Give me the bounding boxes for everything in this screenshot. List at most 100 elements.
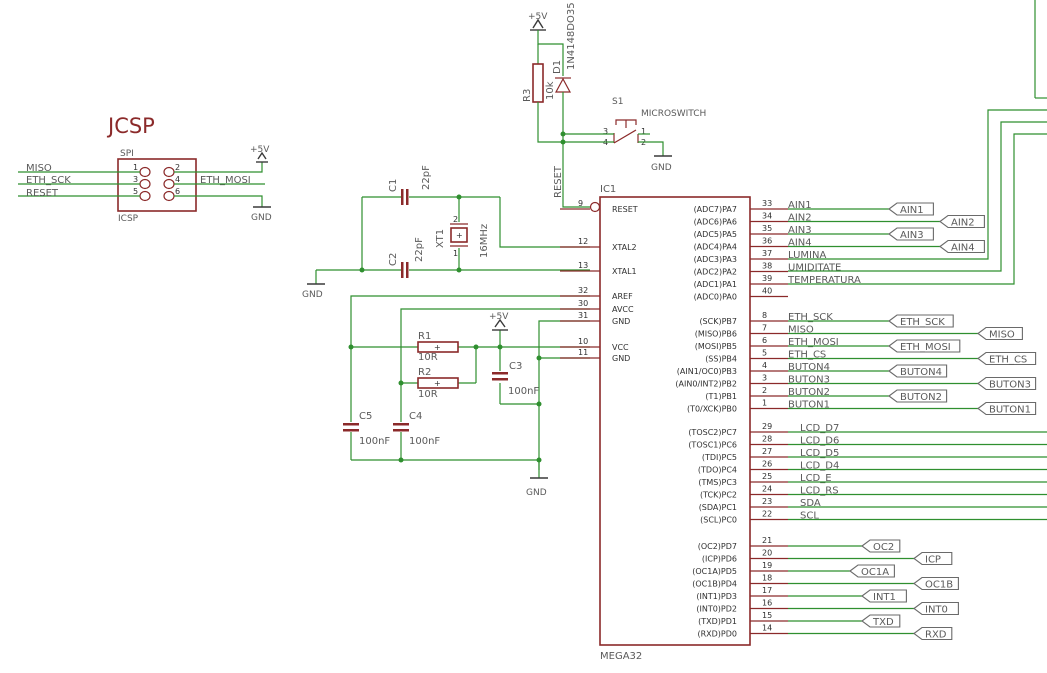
icsp-net-miso: MISO xyxy=(26,163,52,174)
mcu-pin-name-38: (ADC2)PA2 xyxy=(694,268,737,277)
net-label-lcd_d7: LCD_D7 xyxy=(800,423,839,434)
mcu-pin-name-36: (ADC4)PA4 xyxy=(694,243,737,252)
mcu-pin-num-26: 26 xyxy=(762,460,772,469)
net-label-lcd_d5: LCD_D5 xyxy=(800,448,839,459)
icsp-net-reset: RESET xyxy=(26,188,59,199)
svg-text:+: + xyxy=(434,379,441,388)
flag-miso xyxy=(977,326,1023,341)
flag-label-oc2: OC2 xyxy=(873,542,894,553)
flag-oc1b xyxy=(913,576,959,591)
mcu-pin-name-17: (INT1)PD3 xyxy=(696,592,737,601)
net-label-buton4: BUTON4 xyxy=(788,362,830,373)
analog-bus-lines xyxy=(788,0,1047,285)
resistor-r2 xyxy=(417,377,459,389)
mcu-pin-name-37: (ADC3)PA3 xyxy=(694,255,737,264)
net-flags: AIN1AIN2AIN3AIN4ETH_SCKMISOETH_MOSIETH_C… xyxy=(849,202,1037,641)
mcu-pin-name-5: (SS)PB4 xyxy=(705,355,737,364)
icsp-pin-3: 3 xyxy=(133,175,138,184)
mcu-pin-num-9: 9 xyxy=(578,199,583,208)
mcu-pin-num-32: 32 xyxy=(578,286,588,295)
s1-value: MICROSWITCH xyxy=(641,109,706,119)
icsp-net-sck: ETH_SCK xyxy=(26,175,71,186)
flag-label-icp: ICP xyxy=(925,555,941,566)
c1-value: 22pF xyxy=(421,165,432,190)
mcu-pin-name-33: (ADC7)PA7 xyxy=(694,205,737,214)
mcu-pin-num-34: 34 xyxy=(762,212,772,221)
flag-ain2 xyxy=(939,214,985,229)
mcu-pin-name-xtal2: XTAL2 xyxy=(612,243,637,252)
flag-label-eth_mosi: ETH_MOSI xyxy=(900,342,951,353)
capacitor-c5 xyxy=(343,423,359,432)
mcu-pin-num-1: 1 xyxy=(762,399,767,408)
mcu-pin-name-40: (ADC0)PA0 xyxy=(694,293,737,302)
mcu-pin-num-10: 10 xyxy=(578,337,588,346)
net-label-ain2: AIN2 xyxy=(788,213,812,224)
flag-label-miso: MISO xyxy=(989,330,1015,341)
flag-label-eth_cs: ETH_CS xyxy=(989,355,1027,366)
mcu-pin-name-3: (AIN0/INT2)PB2 xyxy=(675,380,737,389)
r2-ref: R2 xyxy=(418,367,431,378)
mcu-pin-num-33: 33 xyxy=(762,199,772,208)
net-label-temperatura: TEMPERATURA xyxy=(787,275,861,286)
flag-ain3 xyxy=(888,227,934,241)
mcu-pin-num-20: 20 xyxy=(762,549,772,558)
flag-rxd xyxy=(913,626,953,641)
flag-label-buton1: BUTON1 xyxy=(989,405,1031,416)
mcu-pin-num-3: 3 xyxy=(762,374,767,383)
mcu-pin-num-15: 15 xyxy=(762,611,772,620)
analog-supply: +5V + R1 10R + R2 10R C3 100nF C4 100nF … xyxy=(343,295,590,498)
mcu-pin-name-23: (SDA)PC1 xyxy=(699,503,737,512)
net-label-buton1: BUTON1 xyxy=(788,400,830,411)
c4-value: 100nF xyxy=(409,436,440,447)
net-label-ain4: AIN4 xyxy=(788,238,812,249)
net-label-ain1: AIN1 xyxy=(788,200,812,211)
xt1-pin-2: 2 xyxy=(453,215,458,224)
analog-vcc-label: +5V xyxy=(489,312,509,322)
mcu-pin-name-26: (TDO)PC4 xyxy=(698,466,737,475)
net-label-lcd_e: LCD_E xyxy=(800,473,832,484)
icsp-header: JCSP SPI ICSP 1 2 3 4 5 6 MISO ETH_SCK R… xyxy=(18,114,272,224)
mcu-pin-num-5: 5 xyxy=(762,349,767,358)
analog-gnd-label: GND xyxy=(526,488,547,498)
icsp-net-mosi: ETH_MOSI xyxy=(200,175,251,186)
mcu-pin-name-22: (SCL)PC0 xyxy=(700,516,737,525)
d1-ref: D1 xyxy=(552,60,563,74)
mcu-pin-num-11: 11 xyxy=(578,348,588,357)
icsp-pin-holes xyxy=(139,166,175,202)
icsp-spi-label: SPI xyxy=(120,149,134,159)
r1-ref: R1 xyxy=(418,331,431,342)
mcu-pin-name-15: (TXD)PD1 xyxy=(698,617,737,626)
flag-buton2 xyxy=(888,389,948,403)
r1-value: 10R xyxy=(418,352,438,363)
mcu-pin-num-23: 23 xyxy=(762,497,772,506)
mcu-pin-num-2: 2 xyxy=(762,386,767,395)
flag-label-oc1b: OC1B xyxy=(925,580,953,591)
mcu-pin-num-37: 37 xyxy=(762,249,772,258)
mcu-pin-name-gnd: GND xyxy=(612,354,630,363)
net-label-buton3: BUTON3 xyxy=(788,375,830,386)
mcu-pin-name-20: (ICP)PD6 xyxy=(702,555,737,564)
d1-value: 1N4148DO35 xyxy=(566,2,577,70)
flag-label-buton4: BUTON4 xyxy=(900,367,942,378)
flag-label-ain1: AIN1 xyxy=(900,205,924,216)
flag-label-oc1a: OC1A xyxy=(861,567,889,578)
mcu-pin-name-16: (INT0)PD2 xyxy=(696,605,737,614)
mcu-body xyxy=(599,196,751,646)
net-label-eth_mosi: ETH_MOSI xyxy=(788,337,839,348)
reset-gnd-label: GND xyxy=(651,163,672,173)
net-label-ain3: AIN3 xyxy=(788,225,812,236)
net-label-buton2: BUTON2 xyxy=(788,387,830,398)
mcu-pin-num-36: 36 xyxy=(762,237,772,246)
icsp-pin-4: 4 xyxy=(175,175,180,184)
net-label-sda: SDA xyxy=(800,498,821,509)
capacitor-c4 xyxy=(393,423,409,432)
icsp-connector-body xyxy=(117,158,197,212)
mcu-pin-num-24: 24 xyxy=(762,485,772,494)
flag-label-buton2: BUTON2 xyxy=(900,392,942,403)
icsp-gnd-symbol: GND xyxy=(251,206,272,223)
mcu-pin-num-19: 19 xyxy=(762,561,772,570)
flag-oc1a xyxy=(849,564,895,578)
mcu-pin-name-avcc: AVCC xyxy=(612,305,634,314)
mcu-pin-name-35: (ADC5)PA5 xyxy=(694,230,737,239)
